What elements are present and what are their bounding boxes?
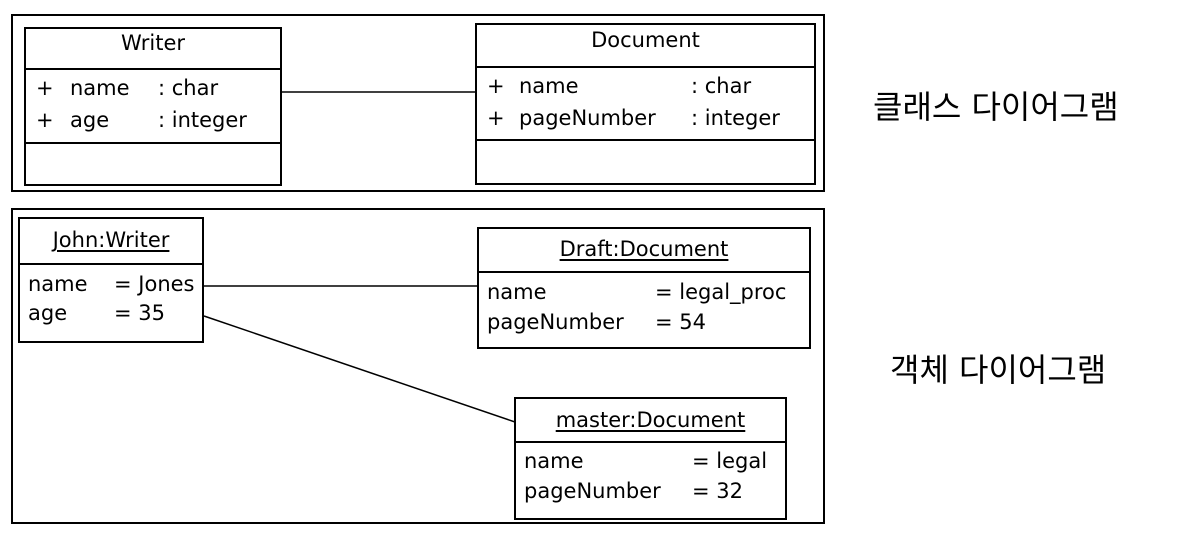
- visibility-marker: +: [487, 106, 505, 130]
- object-diagram-caption: 객체 다이어그램: [890, 351, 1107, 389]
- visibility-marker: +: [36, 108, 54, 132]
- attr-value: = legal: [692, 449, 768, 473]
- master-attr-row: pageNumber = 32: [516, 481, 785, 505]
- document-attr-row: + pageNumber : integer: [477, 108, 814, 132]
- attr-value: = 54: [655, 310, 706, 334]
- document-class-name: Document: [477, 25, 814, 68]
- document-class-box[interactable]: Document + name : char + pageNumber : in…: [475, 23, 816, 185]
- attr-name: age: [28, 301, 68, 325]
- writer-operations: [26, 144, 280, 184]
- attr-value: = 32: [692, 479, 743, 503]
- john-object-title: John:Writer: [52, 228, 170, 252]
- writer-attr-row: + age : integer: [26, 110, 280, 134]
- document-operations: [477, 141, 814, 183]
- draft-attr-row: pageNumber = 54: [479, 312, 809, 336]
- master-object-title: master:Document: [555, 408, 746, 432]
- document-attr-row: + name : char: [477, 76, 814, 100]
- attr-value: = Jones: [114, 272, 195, 296]
- master-attributes: name = legal pageNumber = 32: [516, 443, 785, 518]
- attr-name: name: [70, 76, 130, 100]
- attr-value: = 35: [114, 301, 165, 325]
- writer-class-box[interactable]: Writer + name : char + age : integer: [24, 27, 282, 186]
- john-object-name: John:Writer: [20, 219, 202, 265]
- master-object-box[interactable]: master:Document name = legal pageNumber …: [514, 397, 787, 520]
- draft-object-box[interactable]: Draft:Document name = legal_proc pageNum…: [477, 227, 811, 349]
- attr-name: name: [28, 272, 88, 296]
- attr-name: age: [70, 108, 110, 132]
- visibility-marker: +: [36, 76, 54, 100]
- document-class-title: Document: [591, 28, 700, 52]
- john-attr-row: age = 35: [20, 303, 202, 327]
- draft-attr-row: name = legal_proc: [479, 282, 809, 306]
- john-object-box[interactable]: John:Writer name = Jones age = 35: [18, 217, 204, 343]
- attr-name: name: [519, 74, 579, 98]
- draft-object-title: Draft:Document: [559, 237, 729, 261]
- visibility-marker: +: [487, 74, 505, 98]
- object-diagram-frame: [11, 208, 825, 524]
- attr-type: : integer: [691, 106, 780, 130]
- draft-attributes: name = legal_proc pageNumber = 54: [479, 273, 809, 347]
- attr-type: : char: [691, 74, 752, 98]
- attr-name: name: [524, 449, 584, 473]
- attr-type: : char: [158, 76, 219, 100]
- writer-attr-row: + name : char: [26, 78, 280, 102]
- john-attr-row: name = Jones: [20, 274, 202, 298]
- master-attr-row: name = legal: [516, 451, 785, 475]
- john-attributes: name = Jones age = 35: [20, 265, 202, 341]
- writer-class-name: Writer: [26, 29, 280, 70]
- attr-name: pageNumber: [519, 106, 656, 130]
- class-diagram-caption: 클래스 다이어그램: [873, 88, 1119, 126]
- attr-name: pageNumber: [524, 479, 661, 503]
- john-master-link: [203, 315, 516, 423]
- attr-value: = legal_proc: [655, 280, 787, 304]
- master-object-name: master:Document: [516, 399, 785, 443]
- draft-object-name: Draft:Document: [479, 229, 809, 273]
- writer-class-title: Writer: [120, 31, 186, 55]
- attr-name: name: [487, 280, 547, 304]
- attr-type: : integer: [158, 108, 247, 132]
- attr-name: pageNumber: [487, 310, 624, 334]
- document-attributes: + name : char + pageNumber : integer: [477, 68, 814, 141]
- writer-attributes: + name : char + age : integer: [26, 70, 280, 144]
